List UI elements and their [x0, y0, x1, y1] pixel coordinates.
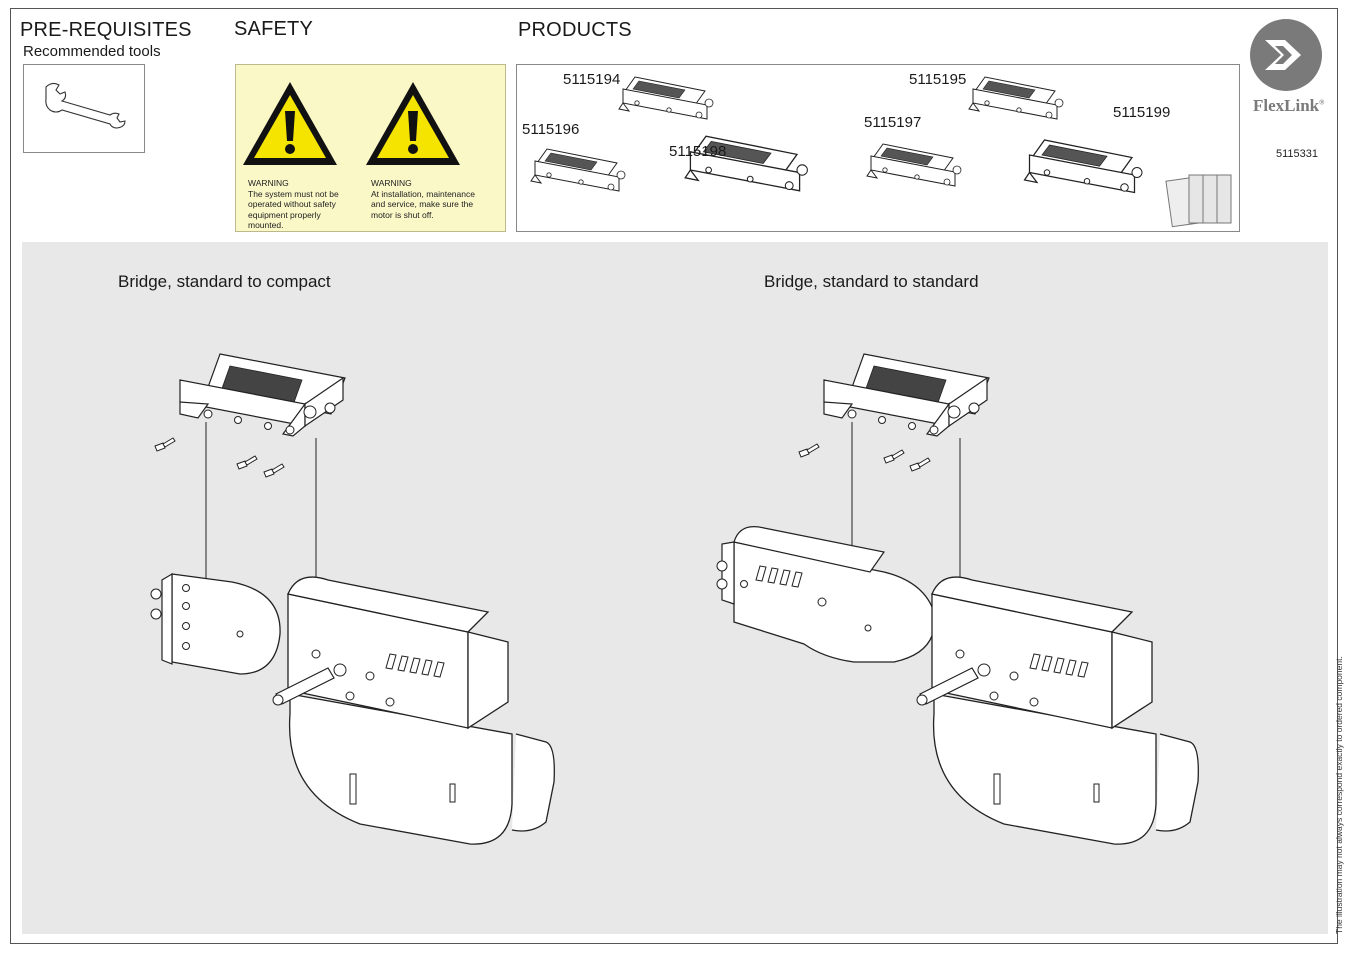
manual-pages-icon [1165, 174, 1232, 228]
product-code: 5115196 [522, 121, 580, 138]
flexlink-logo-icon [1250, 19, 1322, 91]
right-assembly-caption: Bridge, standard to standard [764, 272, 979, 291]
document-number: 5115331 [1276, 148, 1319, 160]
products-panel: 5115194 5115195 5115196 5115197 5115198 … [516, 64, 1240, 232]
warning-1-text: The system must not be operated without … [248, 188, 339, 231]
product-illustrations [530, 76, 1232, 228]
warning-2-text: At installation, maintenance and service… [371, 188, 475, 220]
compact-drive-unit [150, 572, 281, 675]
left-assembly-caption: Bridge, standard to compact [118, 272, 331, 291]
warning-triangle-icon [366, 82, 460, 165]
warning-1: WARNING The system must not be operated … [248, 178, 358, 231]
safety-panel: WARNING The system must not be operated … [235, 64, 506, 232]
products-title: PRODUCTS [518, 19, 632, 41]
wrench-icon [45, 82, 126, 129]
warning-triangle-icon [243, 82, 337, 165]
warning-2: WARNING At installation, maintenance and… [371, 178, 491, 220]
product-code: 5115194 [563, 71, 621, 88]
warning-2-heading: WARNING [371, 178, 412, 188]
safety-title: SAFETY [234, 18, 313, 40]
warning-1-heading: WARNING [248, 178, 289, 188]
disclaimer-text: The illustration may not always correspo… [1334, 656, 1344, 934]
product-code: 5115195 [909, 71, 967, 88]
sheet-frame [10, 8, 1338, 944]
prerequisites-title: PRE-REQUISITES [20, 19, 192, 41]
recommended-tools-label: Recommended tools [23, 43, 161, 60]
product-code: 5115197 [864, 114, 922, 131]
product-code: 5115199 [1113, 104, 1171, 121]
product-code: 5115198 [669, 143, 727, 160]
brand-name: FlexLink® [1253, 96, 1325, 115]
assembly-illustrations [150, 353, 1199, 845]
standard-drive-unit [716, 526, 936, 663]
tool-box [23, 64, 145, 153]
